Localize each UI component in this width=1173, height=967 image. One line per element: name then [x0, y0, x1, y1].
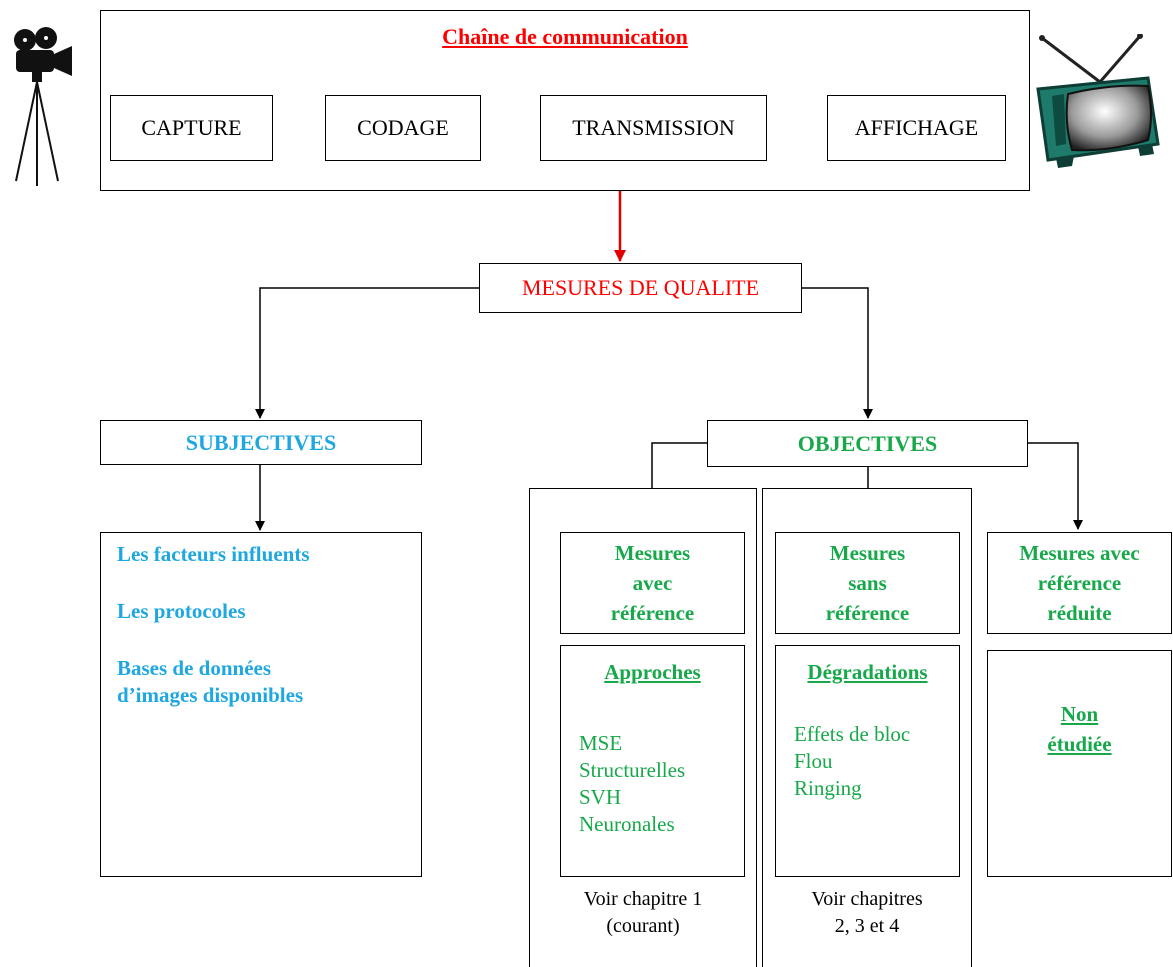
with-reference-chapter-note: Voir chapitre 1 (courant) [529, 886, 757, 940]
subjective-box: SUBJECTIVES [100, 420, 422, 465]
arrow-objective-reduced-ref [1028, 442, 1083, 530]
arrow-quality-objective [802, 287, 873, 419]
degradation-item: Effets de bloc [794, 722, 911, 746]
stage-affichage: AFFICHAGE [827, 95, 1006, 161]
with-reference-content-box: Approches MSE Structurelles SVH Neuronal… [560, 645, 745, 877]
subjective-item-protocols: Les protocoles [117, 599, 246, 623]
without-reference-title-line: sans [848, 571, 887, 595]
degradation-item: Flou [794, 749, 833, 773]
degradations-heading: Dégradations [807, 660, 928, 684]
approaches-heading: Approches [604, 660, 701, 684]
approach-item: SVH [579, 785, 622, 809]
reduced-reference-title-box: Mesures avec référence réduite [987, 532, 1172, 634]
quality-measures-box: MESURES DE QUALITE [479, 263, 802, 313]
objective-box: OBJECTIVES [707, 420, 1028, 467]
stage-capture: CAPTURE [110, 95, 273, 161]
subjective-item-databases-cont: d’images disponibles [117, 683, 304, 707]
stage-transmission: TRANSMISSION [540, 95, 767, 161]
camera-icon [14, 27, 72, 186]
without-reference-title-line: Mesures [829, 541, 906, 565]
with-reference-title-line: référence [610, 601, 695, 625]
without-reference-title-box: Mesures sans référence [775, 532, 960, 634]
with-reference-title-line: avec [632, 571, 673, 595]
subjective-item-databases: Bases de données [117, 656, 272, 680]
stage-codage: CODAGE [325, 95, 481, 161]
subjective-item-factors: Les facteurs influents [117, 542, 310, 566]
chapter-note-line: 2, 3 et 4 [834, 915, 900, 937]
television-icon [1036, 34, 1160, 168]
reduced-reference-title-line: référence [1037, 571, 1122, 595]
approach-item: Structurelles [579, 758, 686, 782]
with-reference-title-line: Mesures [614, 541, 691, 565]
chapter-note-line: Voir chapitres [811, 888, 923, 910]
chapter-note-line: (courant) [606, 915, 680, 937]
without-reference-title-line: référence [825, 601, 910, 625]
chapter-note-line: Voir chapitre 1 [583, 888, 703, 910]
with-reference-title-box: Mesures avec référence [560, 532, 745, 634]
not-studied-line: Non [1060, 701, 1099, 726]
without-reference-chapter-note: Voir chapitres 2, 3 et 4 [762, 886, 972, 940]
not-studied-line: étudiée [1047, 731, 1112, 756]
communication-chain-title: Chaîne de communication [442, 24, 688, 49]
subjective-list-box: Les facteurs influents Les protocoles Ba… [100, 532, 422, 877]
approach-item: Neuronales [579, 812, 675, 836]
reduced-reference-title-line: Mesures avec [1019, 541, 1140, 565]
degradation-item: Ringing [794, 776, 862, 800]
reduced-reference-title-line: réduite [1047, 601, 1112, 625]
without-reference-content-box: Dégradations Effets de bloc Flou Ringing [775, 645, 960, 877]
approach-item: MSE [579, 731, 623, 755]
arrow-quality-subjective [255, 287, 479, 419]
reduced-reference-content-box: Non étudiée [987, 650, 1172, 877]
